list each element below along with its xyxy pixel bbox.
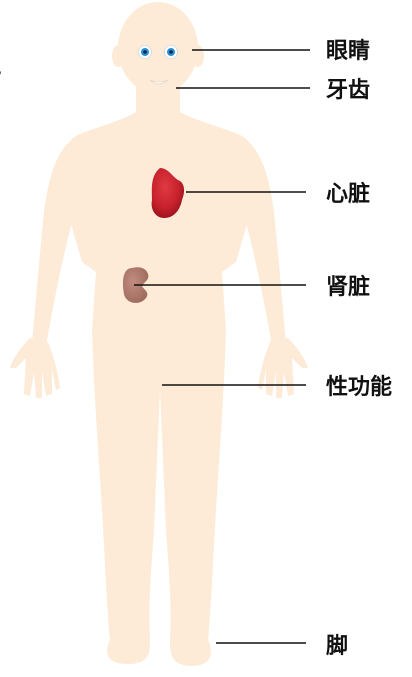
right-eye-pupil: [169, 50, 173, 54]
label-feet: 脚: [326, 634, 348, 659]
right-ear: [192, 45, 204, 67]
label-sexual-function: 性功能: [326, 374, 392, 400]
label-teeth: 牙齿: [326, 77, 370, 103]
left-ear: [112, 45, 124, 67]
left-eye-pupil: [143, 50, 147, 54]
left-hand: [10, 338, 60, 398]
label-heart: 心脏: [326, 181, 370, 207]
human-silhouette: [10, 2, 308, 666]
label-kidney: 肾脏: [326, 274, 370, 300]
stray-mark: 。: [0, 62, 10, 78]
right-hand: [258, 338, 308, 398]
label-eyes: 眼睛: [326, 38, 370, 64]
